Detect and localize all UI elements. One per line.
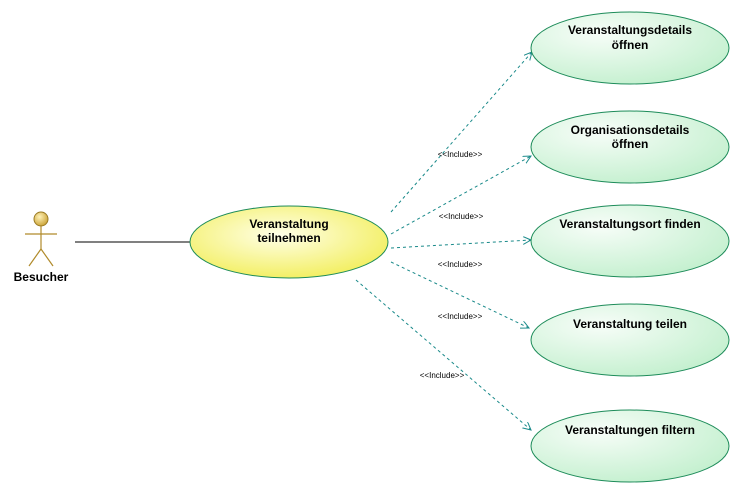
use-case-ellipse: [530, 110, 730, 184]
use-case-veranstaltungsort-finden[interactable]: Veranstaltungsort finden: [530, 204, 730, 278]
actor-right-leg: [40, 248, 54, 267]
use-case-veranstaltungsdetails-oeffnen[interactable]: Veranstaltungsdetails öffnen: [530, 11, 730, 85]
include-arrow: [355, 279, 531, 430]
actor-besucher[interactable]: Besucher: [14, 211, 69, 284]
use-case-ellipse: [189, 205, 389, 279]
include-relation-2[interactable]: <<Include>>: [390, 156, 531, 235]
include-relation-1[interactable]: <<Include>>: [390, 52, 532, 213]
include-relation-4[interactable]: <<Include>>: [390, 261, 529, 328]
include-arrow: [390, 240, 531, 249]
include-arrow: [390, 52, 532, 213]
use-case-ellipse: [530, 204, 730, 278]
include-relation-3[interactable]: <<Include>>: [390, 240, 531, 269]
use-case-label-line1: Veranstaltungen filtern: [565, 423, 695, 437]
include-arrow: [390, 156, 531, 235]
actor-head-icon: [33, 211, 49, 227]
use-case-label-line2: teilnehmen: [257, 231, 320, 245]
use-case-label-line1: Veranstaltungsdetails: [568, 23, 692, 37]
use-case-ellipse: [530, 303, 730, 377]
include-label: <<Include>>: [439, 212, 484, 221]
use-case-label-line2: öffnen: [612, 38, 649, 52]
use-case-label-line1: Veranstaltungsort finden: [559, 217, 700, 231]
use-case-ellipse: [530, 409, 730, 483]
use-case-veranstaltung-teilnehmen[interactable]: Veranstaltung teilnehmen: [189, 205, 389, 279]
use-case-veranstaltung-teilen[interactable]: Veranstaltung teilen: [530, 303, 730, 377]
use-case-ellipse: [530, 11, 730, 85]
use-case-veranstaltungen-filtern[interactable]: Veranstaltungen filtern: [530, 409, 730, 483]
use-case-label-line1: Veranstaltung: [249, 217, 328, 231]
include-label: <<Include>>: [438, 150, 483, 159]
use-case-organisationsdetails-oeffnen[interactable]: Organisationsdetails öffnen: [530, 110, 730, 184]
include-arrow: [390, 261, 529, 328]
include-label: <<Include>>: [420, 371, 465, 380]
actor-label: Besucher: [14, 270, 69, 284]
actor-left-leg: [28, 248, 42, 267]
use-case-label-line2: öffnen: [612, 137, 649, 151]
include-label: <<Include>>: [438, 260, 483, 269]
use-case-label-line1: Veranstaltung teilen: [573, 317, 687, 331]
use-case-label-line1: Organisationsdetails: [571, 123, 690, 137]
include-relation-5[interactable]: <<Include>>: [355, 279, 531, 430]
include-label: <<Include>>: [438, 312, 483, 321]
